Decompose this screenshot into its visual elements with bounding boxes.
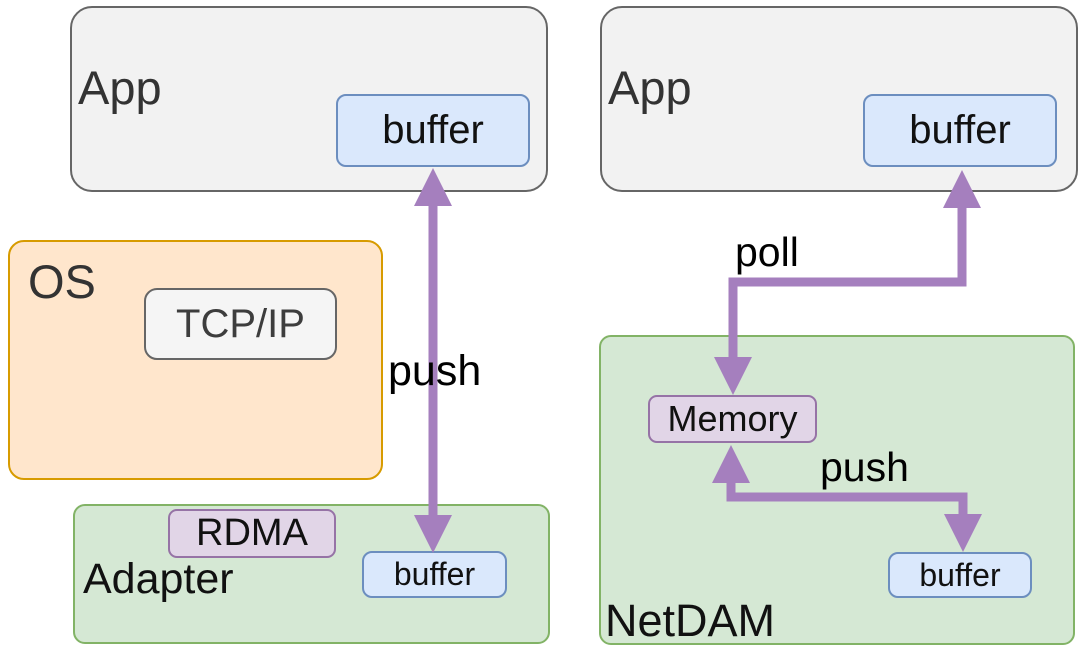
right-poll-arrow-label: poll (735, 229, 799, 275)
right-memory-label: Memory (667, 398, 798, 439)
left-app-label: App (78, 61, 162, 114)
left-os-label: OS (28, 255, 96, 308)
left-os-box (8, 240, 383, 480)
left-adapter-label: Adapter (83, 555, 234, 603)
left-push-arrow-label: push (388, 347, 482, 395)
left-tcpip-box: TCP/IP (144, 288, 337, 360)
right-memory-box: Memory (648, 395, 817, 443)
right-netdam-buffer-box: buffer (888, 552, 1032, 598)
right-push-arrow-label: push (820, 444, 909, 490)
left-adapter-buffer-box: buffer (362, 551, 507, 598)
right-app-buffer-box: buffer (863, 94, 1057, 167)
right-app-buffer-label: buffer (909, 108, 1011, 152)
left-adapter-buffer-label: buffer (393, 556, 476, 592)
right-netdam-buffer-label: buffer (919, 556, 1001, 593)
left-tcpip-label: TCP/IP (176, 301, 305, 346)
left-rdma-box: RDMA (168, 509, 336, 558)
left-rdma-label: RDMA (196, 512, 308, 554)
right-app-label: App (608, 61, 692, 114)
left-app-buffer-label: buffer (382, 108, 484, 152)
right-netdam-label: NetDAM (605, 595, 776, 646)
left-app-buffer-box: buffer (336, 94, 530, 167)
